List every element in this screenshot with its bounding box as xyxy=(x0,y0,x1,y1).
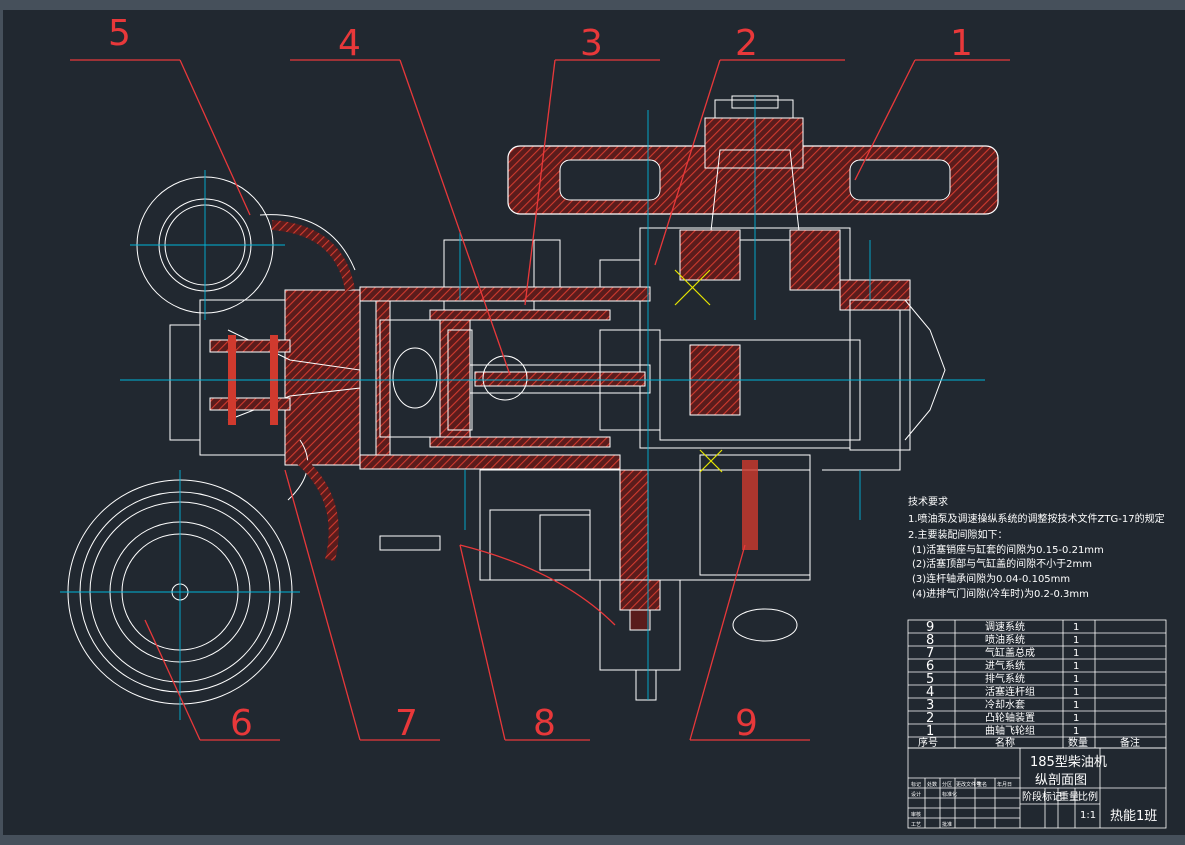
parts-list-table xyxy=(907,619,1167,749)
block-cell: 年月日 xyxy=(997,781,1012,788)
tech-requirements: 技术要求 1.喷油泵及调速操纵系统的调整按技术文件ZTG-17的规定 2.主要装… xyxy=(908,495,1165,600)
header-remark: 备注 xyxy=(1120,736,1140,749)
centerlines xyxy=(60,95,985,720)
bearing-markers xyxy=(674,269,723,473)
viewport-bottom-border xyxy=(0,835,1185,845)
block-cell: 标准化 xyxy=(942,791,957,798)
part-name: 喷油系统 xyxy=(985,633,1025,646)
tech-heading: 技术要求 xyxy=(908,495,948,508)
part-number: 4 xyxy=(926,685,934,700)
scale-label: 比例 xyxy=(1078,790,1098,803)
part-qty: 1 xyxy=(1073,635,1079,646)
callout-9: 9 xyxy=(735,703,758,744)
table-row: 3 冷却水套 1 xyxy=(926,698,1079,713)
part-number: 2 xyxy=(926,711,934,726)
part-qty: 1 xyxy=(1073,726,1079,737)
weight-label: 重量 xyxy=(1059,790,1079,803)
block-cell: 标记 xyxy=(911,781,921,788)
part-name: 曲轴飞轮组 xyxy=(985,724,1035,737)
stage-label: 阶段标记 xyxy=(1022,790,1062,803)
part-qty: 1 xyxy=(1073,661,1079,672)
block-cell: 分区 xyxy=(942,781,952,788)
block-cell: 更改文件号 xyxy=(956,781,981,788)
cylinder-block xyxy=(359,286,651,470)
block-cell: 签名 xyxy=(977,781,987,788)
part-qty: 1 xyxy=(1073,713,1079,724)
part-qty: 1 xyxy=(1073,700,1079,711)
part-qty: 1 xyxy=(1073,622,1079,633)
viewport-left-border xyxy=(0,0,3,845)
tech-line: (1)活塞销座与缸套的间隙为0.15-0.21mm xyxy=(912,543,1104,556)
callout-5: 5 xyxy=(108,13,131,54)
lower-housing xyxy=(379,454,811,701)
part-name: 调速系统 xyxy=(985,620,1025,633)
part-name: 进气系统 xyxy=(985,659,1025,672)
part-number: 5 xyxy=(926,672,934,687)
header-name: 名称 xyxy=(995,736,1015,749)
air-filter xyxy=(67,439,339,705)
block-cell: 工艺 xyxy=(911,822,921,828)
drawing-title: 185型柴油机 xyxy=(1030,755,1107,770)
table-row: 5 排气系统 1 xyxy=(926,672,1079,687)
part-name: 凸轮轴装置 xyxy=(985,711,1035,724)
table-row: 2 凸轮轴装置 1 xyxy=(926,711,1079,726)
part-number: 6 xyxy=(926,659,934,674)
part-number: 1 xyxy=(926,724,934,739)
table-row: 9 调速系统 1 xyxy=(926,620,1079,635)
table-row: 6 进气系统 1 xyxy=(926,659,1079,674)
part-number: 8 xyxy=(926,633,934,648)
tech-line: (3)连杆轴承间隙为0.04-0.105mm xyxy=(912,572,1070,585)
block-cell: 设计 xyxy=(911,791,921,798)
part-qty: 1 xyxy=(1073,687,1079,698)
block-cell: 审核 xyxy=(911,811,921,818)
table-row: 8 喷油系统 1 xyxy=(926,633,1079,648)
part-number: 9 xyxy=(926,620,934,635)
callout-1: 1 xyxy=(950,23,973,64)
cylinder-head xyxy=(169,289,361,466)
callout-3: 3 xyxy=(580,23,603,64)
title-block-text: 185型柴油机 纵剖面图 阶段标记 重量 比例 1:1 热能1班 标记 处数 分… xyxy=(911,755,1157,828)
part-number: 3 xyxy=(926,698,934,713)
tech-line: (4)进排气门间隙(冷车时)为0.2-0.3mm xyxy=(912,587,1089,600)
table-row: 4 活塞连杆组 1 xyxy=(926,685,1079,700)
drawing-subtitle: 纵剖面图 xyxy=(1035,773,1087,788)
block-cell: 处数 xyxy=(927,781,937,788)
part-name: 活塞连杆组 xyxy=(985,685,1035,698)
callout-4: 4 xyxy=(338,23,361,64)
block-cell: 批准 xyxy=(942,821,952,828)
table-header: 序号 名称 数量 备注 xyxy=(918,736,1140,749)
table-row: 7 气缸盖总成 1 xyxy=(926,646,1079,661)
part-name: 气缸盖总成 xyxy=(985,646,1035,659)
title-block-frame xyxy=(907,747,1167,829)
callout-7: 7 xyxy=(395,703,418,744)
part-name: 排气系统 xyxy=(985,672,1025,685)
callout-6: 6 xyxy=(230,703,253,744)
scale-value: 1:1 xyxy=(1080,810,1096,821)
part-name: 冷却水套 xyxy=(985,698,1025,711)
tech-line: 2.主要装配间隙如下： xyxy=(908,528,1008,541)
callout-leaders xyxy=(70,59,1010,741)
callout-8: 8 xyxy=(533,703,556,744)
callout-numbers: 1 2 3 4 5 6 7 8 9 xyxy=(108,13,973,744)
tech-line: (2)活塞顶部与气缸盖的间隙不小于2mm xyxy=(912,557,1092,570)
parts-list-rows: 9 调速系统 1 8 喷油系统 1 7 气缸盖总成 1 6 进气系统 1 5 排 xyxy=(918,620,1140,749)
part-number: 7 xyxy=(926,646,934,661)
viewport-top-border xyxy=(0,0,1185,10)
header-qty: 数量 xyxy=(1068,736,1088,749)
group-name: 热能1班 xyxy=(1110,809,1157,824)
flywheel xyxy=(507,95,999,241)
part-qty: 1 xyxy=(1073,648,1079,659)
part-qty: 1 xyxy=(1073,674,1079,685)
table-row: 1 曲轴飞轮组 1 xyxy=(926,724,1079,739)
tech-line: 1.喷油泵及调速操纵系统的调整按技术文件ZTG-17的规定 xyxy=(908,512,1165,525)
header-no: 序号 xyxy=(918,736,938,749)
callout-2: 2 xyxy=(735,23,758,64)
